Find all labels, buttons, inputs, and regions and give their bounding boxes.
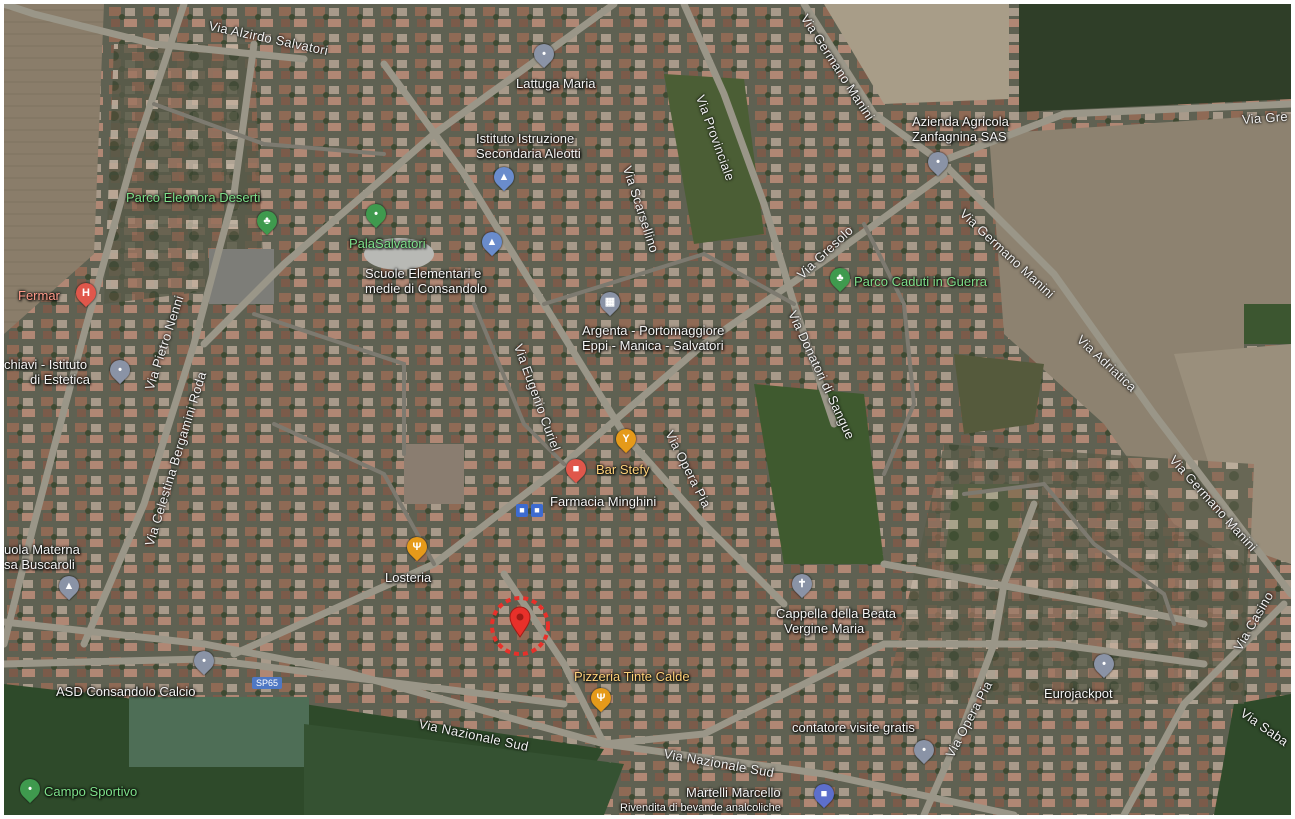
street-via-gre: Via Gre bbox=[1241, 108, 1289, 127]
restaurant-fork-icon[interactable]: Ψ bbox=[402, 532, 432, 562]
school-icon[interactable]: ▲ bbox=[489, 162, 519, 192]
shop-icon[interactable]: ■ bbox=[809, 779, 839, 809]
place-istituto-line1[interactable]: Istituto Istruzione bbox=[476, 131, 575, 146]
restaurant-fork-icon[interactable]: Ψ bbox=[586, 683, 616, 713]
map-background bbox=[4, 4, 1291, 815]
place-scuole-line2[interactable]: medie di Consandolo bbox=[365, 281, 488, 296]
bus-stop-icon[interactable]: ■ bbox=[531, 504, 543, 517]
map-pin-icon[interactable]: • bbox=[189, 646, 219, 676]
place-rivendita[interactable]: Rivendita di bevande analcoliche bbox=[620, 802, 781, 814]
satellite-map[interactable]: Via Alzirdo Salvatori Via Germano Manini… bbox=[4, 4, 1291, 815]
bus-stop-icon[interactable]: ■ bbox=[516, 504, 528, 517]
place-scuola-materna-line1[interactable]: uola Materna bbox=[4, 542, 80, 557]
place-contatore-visite-gratis[interactable]: contatore visite gratis bbox=[792, 720, 915, 735]
map-pin-icon[interactable]: • bbox=[15, 774, 45, 804]
hospital-icon[interactable]: H bbox=[71, 278, 101, 308]
place-palasalvatori[interactable]: PalaSalvatori bbox=[349, 236, 426, 251]
park-tree-icon[interactable]: ♣ bbox=[825, 263, 855, 293]
church-icon[interactable]: ✝ bbox=[787, 569, 817, 599]
place-argenta-line2[interactable]: Eppi - Manica - Salvatori bbox=[582, 338, 724, 353]
place-azienda-line1[interactable]: Azienda Agricola bbox=[912, 114, 1009, 129]
map-pin-icon[interactable]: • bbox=[909, 735, 939, 765]
map-pin-icon[interactable]: • bbox=[529, 39, 559, 69]
bar-glass-icon[interactable]: Y bbox=[611, 424, 641, 454]
map-pin-icon[interactable]: • bbox=[1089, 649, 1119, 679]
place-eurojackpot[interactable]: Eurojackpot bbox=[1044, 686, 1113, 701]
pin-center-dot bbox=[516, 613, 524, 621]
place-istituto-estetica-line2[interactable]: di Estetica bbox=[30, 372, 90, 387]
road-shield-sp65: SP65 bbox=[252, 677, 283, 689]
park-tree-icon[interactable]: ♣ bbox=[252, 206, 282, 236]
location-highlight-ring bbox=[490, 596, 550, 656]
place-scuola-materna-line2[interactable]: sa Buscaroli bbox=[4, 557, 75, 572]
place-pizzeria-tinte-calde[interactable]: Pizzeria Tinte Calde bbox=[574, 669, 690, 684]
map-pin-icon[interactable]: • bbox=[105, 355, 135, 385]
place-farmacia-minghini[interactable]: Farmacia Minghini bbox=[550, 494, 657, 509]
map-pin-icon[interactable]: • bbox=[923, 147, 953, 177]
bank-icon[interactable]: ▦ bbox=[595, 287, 625, 317]
map-pin-icon bbox=[509, 606, 531, 638]
place-campo-sportivo[interactable]: Campo Sportivo bbox=[44, 784, 138, 799]
place-parco-eleonora-deserti[interactable]: Parco Eleonora Deserti bbox=[126, 190, 261, 205]
place-parco-caduti-in-guerra[interactable]: Parco Caduti in Guerra bbox=[854, 274, 987, 289]
place-istituto-estetica-line1[interactable]: chiavi - Istituto bbox=[4, 357, 88, 372]
place-cappella-line1[interactable]: Cappella della Beata bbox=[776, 606, 896, 621]
place-argenta-line1[interactable]: Argenta - Portomaggiore bbox=[582, 323, 725, 338]
place-bar-stefy[interactable]: Bar Stefy bbox=[596, 462, 650, 477]
shop-icon[interactable]: ■ bbox=[561, 454, 591, 484]
place-istituto-line2[interactable]: Secondaria Aleotti bbox=[476, 146, 581, 161]
selected-location-marker[interactable] bbox=[489, 595, 551, 657]
place-cappella-line2[interactable]: Vergine Maria bbox=[784, 621, 865, 636]
place-martelli-marcello[interactable]: Martelli Marcello bbox=[686, 785, 781, 800]
school-icon[interactable]: ▲ bbox=[477, 227, 507, 257]
map-pin-icon[interactable]: • bbox=[361, 199, 391, 229]
place-losteria[interactable]: Losteria bbox=[385, 570, 432, 585]
place-lattuga-maria[interactable]: Lattuga Maria bbox=[516, 76, 596, 91]
place-asd-consandolo-calcio[interactable]: ASD Consandolo Calcio bbox=[56, 684, 196, 699]
school-icon[interactable]: ▲ bbox=[54, 571, 84, 601]
place-fermar[interactable]: Fermar bbox=[18, 288, 60, 303]
place-scuole-line1[interactable]: Scuole Elementari e bbox=[365, 266, 482, 281]
place-azienda-line2[interactable]: Zanfagnina SAS bbox=[912, 129, 1007, 144]
